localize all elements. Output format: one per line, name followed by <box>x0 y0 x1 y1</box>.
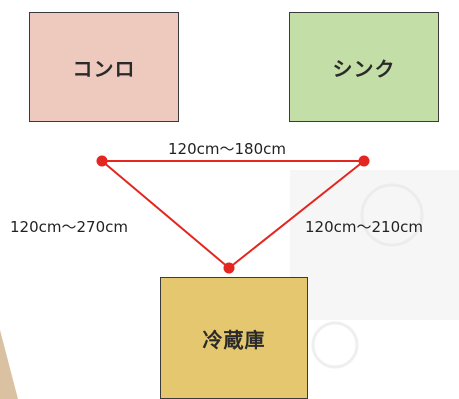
fridge-vertex-dot <box>223 262 235 274</box>
background-faded-panel <box>290 170 459 320</box>
fridge-label: 冷蔵庫 <box>202 327 266 352</box>
stove-box: コンロ <box>29 12 179 122</box>
background-faded-figure-2 <box>311 321 359 369</box>
sink-fridge-edge <box>228 160 365 269</box>
sink-label: シンク <box>332 56 396 81</box>
sink-vertex-dot <box>358 155 370 167</box>
stove-vertex-dot <box>96 155 108 167</box>
fridge-box: 冷蔵庫 <box>160 277 308 399</box>
stove-fridge-distance-label: 120cm〜270cm <box>10 218 128 236</box>
stove-fridge-edge <box>101 160 230 269</box>
stove-label: コンロ <box>72 56 136 81</box>
sink-fridge-distance-label: 120cm〜210cm <box>305 218 423 236</box>
stove-sink-distance-label: 120cm〜180cm <box>168 140 286 158</box>
background-faded-figure <box>360 183 424 247</box>
sink-box: シンク <box>289 12 439 122</box>
corner-wedge <box>0 330 18 399</box>
